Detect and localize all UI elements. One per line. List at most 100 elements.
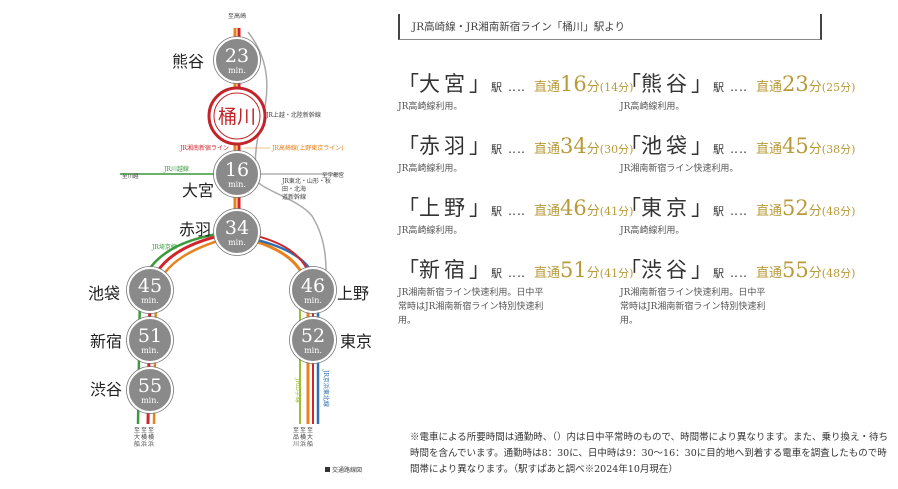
leader-dots: ‥‥ xyxy=(508,142,527,156)
station-min-unit-3: min. xyxy=(141,296,159,305)
bottom-end-3-1: 品 xyxy=(293,434,299,441)
route-note: JR湘南新宿ライン快速利用。日中平常時はJR湘南新宿ライン特別快速利用。 xyxy=(398,288,544,326)
eki-suffix: 駅 xyxy=(713,205,724,218)
bottom-end-0-0: 至 xyxy=(134,427,140,434)
leader-dots: ‥‥ xyxy=(730,266,749,280)
station-minutes-3: 45 xyxy=(138,275,162,297)
label-tohoku-line2: 田・北海 xyxy=(282,185,306,193)
bottom-end-0-1: 大 xyxy=(134,433,140,441)
label-joetsu: JR上越・北陸新幹線 xyxy=(265,111,321,119)
station-circle-outline-5 xyxy=(126,366,174,414)
station-name: 大宮 xyxy=(419,72,469,96)
legend-label: 交通路線図 xyxy=(332,466,362,474)
station-circle-outline-3 xyxy=(126,266,174,314)
label-top-end: 至高崎 xyxy=(228,12,246,20)
bottom-end-2-2: 浜 xyxy=(148,440,154,448)
bracket-open: 「 xyxy=(620,258,641,282)
label-shonan: JR湘南新宿ライン xyxy=(179,144,229,152)
station-name: 赤羽 xyxy=(419,134,469,158)
station-name: 渋谷 xyxy=(641,258,691,282)
label-kumagaya: 熊谷 xyxy=(172,52,204,71)
minutes-unit: 分 xyxy=(808,142,822,157)
eki-suffix: 駅 xyxy=(713,143,724,156)
station-circle-outline-4 xyxy=(126,316,174,364)
station-circle-outline-7 xyxy=(289,316,337,364)
minutes-value: 52 xyxy=(782,196,809,220)
origin-circle xyxy=(213,92,261,140)
minutes-value: 51 xyxy=(560,258,587,282)
station-circle-outline-1 xyxy=(213,150,261,198)
minutes-value: 45 xyxy=(782,134,809,158)
route-note: JR高崎線利用。 xyxy=(398,226,463,236)
footnote: ※電車による所要時間は通勤時、（）内は日中平常時のもので、時間帯により異なります… xyxy=(410,432,888,475)
station-circle-2 xyxy=(214,209,260,255)
leader-dots: ‥‥ xyxy=(508,266,527,280)
station-circle-outline-0 xyxy=(213,36,261,84)
bottom-end-1-0: 至 xyxy=(141,427,147,434)
bracket-open: 「 xyxy=(620,196,641,220)
route-map: 23min.16min.34min.45min.51min.55min.46mi… xyxy=(88,12,372,474)
label-shibuya: 渋谷 xyxy=(90,380,122,399)
station-minutes-7: 52 xyxy=(301,325,325,347)
station-circle-0 xyxy=(214,37,260,83)
eki-suffix: 駅 xyxy=(491,205,502,218)
bottom-end-5-2: 船 xyxy=(307,440,313,448)
bracket-open: 「 xyxy=(398,196,419,220)
minutes-unit: 分 xyxy=(586,204,600,219)
station-minutes-2: 34 xyxy=(225,217,249,239)
station-circle-6 xyxy=(290,267,336,313)
station-min-unit-4: min. xyxy=(141,346,159,355)
label-tokyo: 東京 xyxy=(340,332,372,351)
daytime-minutes: (14分) xyxy=(599,81,634,94)
label-tohoku-line1: JR東北・山形・秋 xyxy=(281,177,331,185)
direct-label: 直通 xyxy=(756,266,783,281)
label-yamanote: JR山手線 xyxy=(294,377,302,403)
label-ikebukuro: 池袋 xyxy=(88,284,120,303)
station-name: 東京 xyxy=(641,196,691,220)
bottom-end-5-0: 至 xyxy=(307,427,313,434)
route-note: JR湘南新宿ライン快速利用。日中平常時はJR湘南新宿ライン特別快速利用。 xyxy=(620,288,766,326)
eki-suffix: 駅 xyxy=(491,267,502,280)
eki-suffix: 駅 xyxy=(713,81,724,94)
minutes-unit: 分 xyxy=(586,266,600,281)
route-note: JR高崎線利用。 xyxy=(398,102,463,112)
label-saikyo: JR埼京線 xyxy=(151,243,177,251)
origin-name: 桶川 xyxy=(218,106,256,128)
label-tohoku: JR東北・山形・秋 田・北海 道新幹線 xyxy=(281,177,333,201)
bottom-end-5-1: 大 xyxy=(307,433,313,441)
bracket-open: 「 xyxy=(620,72,641,96)
station-minutes-0: 23 xyxy=(225,45,249,67)
eki-suffix: 駅 xyxy=(491,81,502,94)
bottom-end-2-1: 横 xyxy=(148,433,154,441)
station-name: 新宿 xyxy=(419,258,469,282)
bottom-end-2-0: 至 xyxy=(148,427,154,434)
station-min-unit-6: min. xyxy=(304,296,322,305)
station-min-unit-0: min. xyxy=(228,66,246,75)
station-circle-outline-6 xyxy=(289,266,337,314)
label-akabane: 赤羽 xyxy=(179,220,211,239)
route-note: JR高崎線利用。 xyxy=(620,102,685,112)
station-min-unit-5: min. xyxy=(141,396,159,405)
station-name: 上野 xyxy=(419,196,469,220)
daytime-minutes: (38分) xyxy=(821,143,856,156)
bottom-end-0-2: 船 xyxy=(134,440,140,448)
direct-label: 直通 xyxy=(756,142,783,157)
header-title: JR高崎線・JR湘南新宿ライン「桶川」駅より xyxy=(412,21,626,33)
minutes-unit: 分 xyxy=(586,80,600,95)
bracket-close: 」 xyxy=(469,134,490,158)
leader-dots: ‥‥ xyxy=(730,80,749,94)
label-to-utsunomiya: 至宇都宮 xyxy=(322,171,345,179)
leader-dots: ‥‥ xyxy=(508,80,527,94)
